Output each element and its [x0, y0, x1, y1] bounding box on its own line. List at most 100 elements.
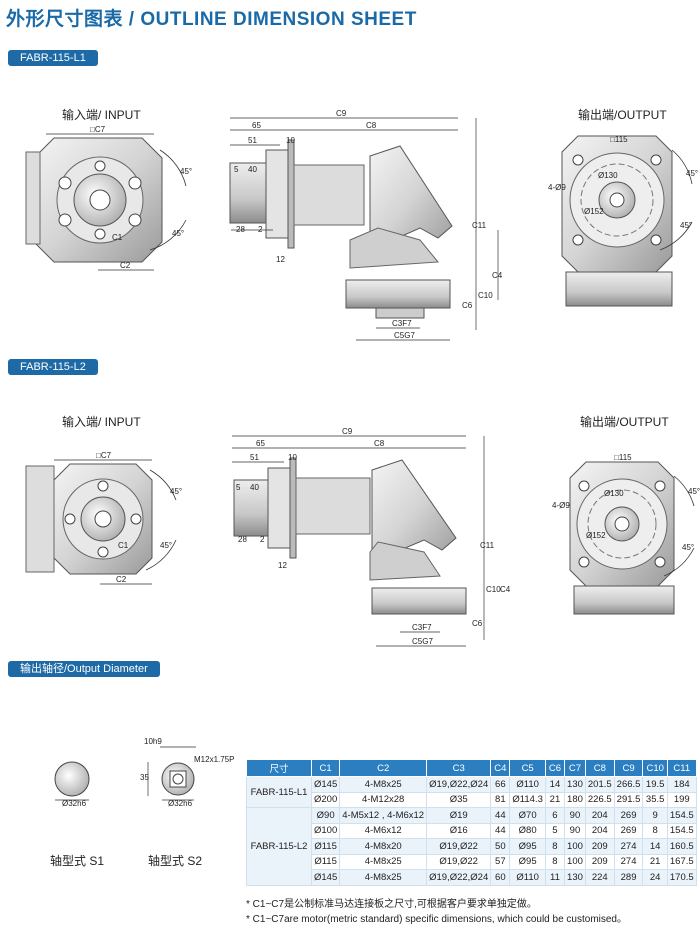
table-header-row: 尺寸 C1 C2 C3 C4 C5 C6 C7 C8 C9 C10 C11 [246, 759, 697, 777]
table-row: Ø200 4-M12x28 Ø35 81 Ø114.3 21 180 226.5… [247, 791, 697, 808]
table-cell: Ø80 [509, 822, 546, 839]
svg-text:Ø130: Ø130 [604, 489, 624, 498]
table-cell: 44 [490, 807, 511, 824]
shaft-s1-label: 轴型式 S1 [50, 854, 105, 868]
svg-text:C9: C9 [342, 427, 353, 436]
svg-text:C8: C8 [374, 439, 385, 448]
table-row: Ø145 4-M8x25 Ø19,Ø22,Ø24 60 Ø110 11 130 … [247, 869, 697, 886]
l1-side-view [229, 117, 499, 341]
table-cell: 4-M8x25 [339, 869, 428, 886]
svg-text:C3F7: C3F7 [392, 319, 412, 328]
col-header: C8 [584, 759, 615, 777]
svg-text:51: 51 [248, 136, 257, 145]
table-cell: 274 [613, 838, 644, 855]
table-cell: 269 [613, 822, 644, 839]
svg-text:M12x1.75P: M12x1.75P [194, 755, 234, 764]
svg-text:5: 5 [234, 165, 239, 174]
table-cell: 160.5 [666, 838, 697, 855]
section-tag-l2: FABR-115-L2 [8, 359, 98, 375]
table-cell: 60 [490, 869, 511, 886]
table-cell: Ø90 [310, 807, 341, 824]
svg-text:Ø32h6: Ø32h6 [168, 799, 193, 808]
table-cell: 226.5 [584, 791, 615, 808]
svg-text:C6: C6 [462, 301, 473, 310]
svg-text:C11: C11 [472, 221, 487, 230]
table-cell: 9 [642, 807, 668, 824]
table-cell: 180 [564, 791, 586, 808]
table-cell: 100 [564, 853, 586, 870]
table-cell: 21 [642, 853, 668, 870]
col-header: C5 [509, 759, 546, 777]
table-cell: 50 [490, 838, 511, 855]
l2-output-view [569, 461, 695, 615]
model-cell: FABR-115-L1 [246, 776, 312, 808]
table-cell: 204 [584, 807, 615, 824]
table-cell: 14 [544, 776, 566, 793]
col-header: C4 [490, 759, 511, 777]
table-cell: 224 [584, 869, 615, 886]
svg-text:Ø152: Ø152 [586, 531, 606, 540]
svg-text:45°: 45° [170, 487, 182, 496]
table-cell: 167.5 [666, 853, 697, 870]
svg-text:□C7: □C7 [90, 125, 106, 134]
svg-text:C8: C8 [366, 121, 377, 130]
table-cell: Ø110 [509, 869, 546, 886]
svg-text:Ø152: Ø152 [584, 207, 604, 216]
svg-text:12: 12 [278, 561, 287, 570]
table-cell: 130 [564, 776, 586, 793]
input-label-l2: 输入端/ INPUT [62, 415, 141, 429]
output-label-l2: 输出端/OUTPUT [580, 415, 669, 429]
svg-text:45°: 45° [686, 169, 698, 178]
svg-text:C5G7: C5G7 [394, 331, 415, 340]
table-cell: 81 [490, 791, 511, 808]
svg-text:C1: C1 [112, 233, 123, 242]
svg-text:12: 12 [276, 255, 285, 264]
shaft-s2-label: 轴型式 S2 [148, 854, 203, 868]
table-cell: 154.5 [666, 807, 697, 824]
table-cell: 8 [544, 853, 566, 870]
table-cell: 204 [584, 822, 615, 839]
table-cell: Ø114.3 [509, 791, 546, 808]
svg-text:10: 10 [286, 136, 295, 145]
input-label-l1: 输入端/ INPUT [62, 108, 141, 122]
svg-text:4-Ø9: 4-Ø9 [552, 501, 570, 510]
svg-text:45°: 45° [682, 543, 694, 552]
table-row: FABR-115-L2 Ø90 4-M5x12 , 4-M6x12 Ø19 44… [246, 807, 697, 886]
col-header: 尺寸 [246, 759, 312, 777]
page-title: 外形尺寸图表 / OUTLINE DIMENSION SHEET [6, 9, 417, 30]
svg-text:C6: C6 [472, 619, 483, 628]
table-cell: Ø115 [310, 853, 341, 870]
col-header: C6 [544, 759, 566, 777]
svg-text:65: 65 [252, 121, 261, 130]
svg-text:28: 28 [236, 225, 245, 234]
col-header: C2 [339, 759, 428, 777]
svg-text:Ø130: Ø130 [598, 171, 618, 180]
svg-text:45°: 45° [160, 541, 172, 550]
table-cell: 4-M8x25 [339, 776, 428, 793]
table-cell: Ø19,Ø22 [426, 853, 492, 870]
table-cell: 199 [666, 791, 697, 808]
svg-text:□115: □115 [610, 135, 628, 144]
svg-text:Ø32h6: Ø32h6 [62, 799, 87, 808]
table-cell: Ø95 [509, 853, 546, 870]
svg-text:C1: C1 [118, 541, 129, 550]
table-cell: 209 [584, 853, 615, 870]
table-row: Ø115 4-M8x20 Ø19,Ø22 50 Ø95 8 100 209 27… [247, 838, 697, 855]
svg-text:□C7: □C7 [96, 451, 112, 460]
table-row: Ø100 4-M6x12 Ø16 44 Ø80 5 90 204 269 8 1… [247, 822, 697, 839]
table-cell: 44 [490, 822, 511, 839]
col-header: C10 [642, 759, 668, 777]
svg-text:C5G7: C5G7 [412, 637, 433, 646]
svg-text:C10: C10 [478, 291, 493, 300]
svg-text:□115: □115 [614, 453, 632, 462]
table-cell: 170.5 [666, 869, 697, 886]
table-cell: 209 [584, 838, 615, 855]
svg-text:65: 65 [256, 439, 265, 448]
svg-text:C9: C9 [336, 109, 347, 118]
svg-text:C2: C2 [116, 575, 127, 584]
svg-text:2: 2 [258, 225, 263, 234]
table-cell: 291.5 [613, 791, 644, 808]
table-cell: Ø110 [509, 776, 546, 793]
l2-input-view [25, 459, 177, 585]
table-cell: 21 [544, 791, 566, 808]
